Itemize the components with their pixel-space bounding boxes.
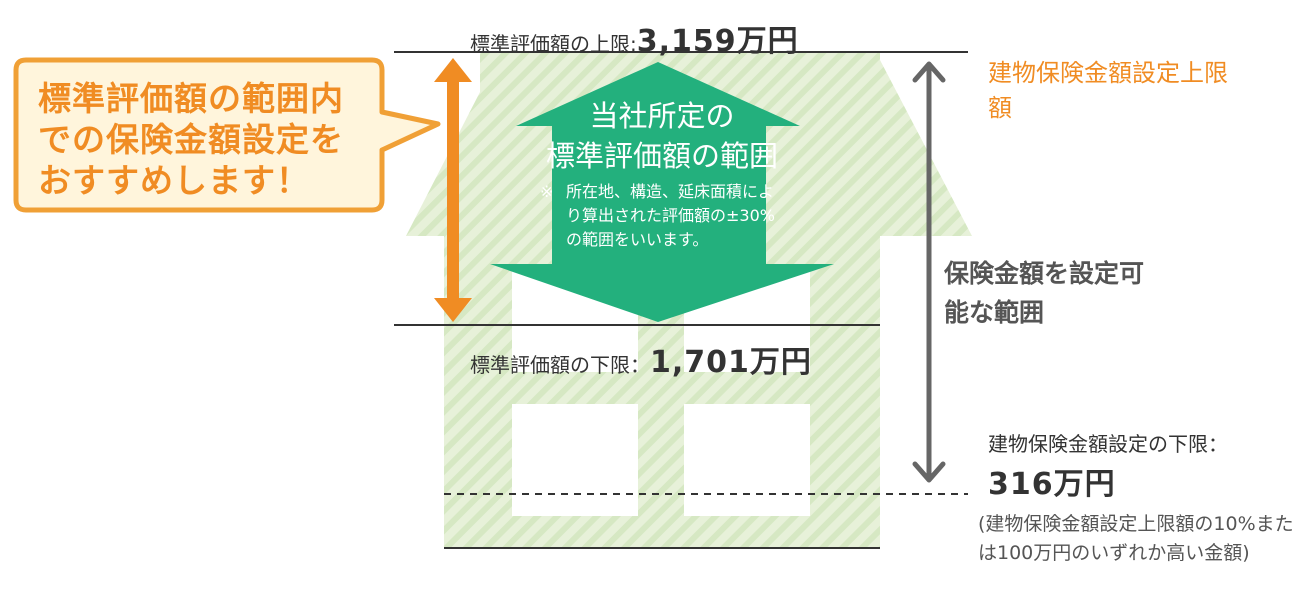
lower-limit-note: (建物保険金額設定上限額の10%または100万円のいずれか高い金額) xyxy=(978,513,1294,564)
upper-limit-label: 建物保険金額設定上限額 xyxy=(988,59,1228,122)
house-window xyxy=(684,404,810,516)
center-arrow-title-line1: 当社所定の xyxy=(589,99,735,133)
settable-range-label: 保険金額を設定可能な範囲 xyxy=(944,259,1145,327)
upper-bound-label-text: 標準評価額の上限: xyxy=(470,32,637,56)
note-body: 所在地、構造、延床面積により算出された評価額の±30%の範囲をいいます。 xyxy=(566,182,775,249)
lower-bound-label-text: 標準評価額の下限： xyxy=(470,353,650,377)
lower-limit-title: 建物保険金額設定の下限： xyxy=(988,432,1228,456)
lower-bound-label: 標準評価額の下限：1,701万円 xyxy=(470,337,812,381)
center-arrow-title: 当社所定の 標準評価額の範囲 xyxy=(512,96,812,176)
gray-range-arrow xyxy=(912,61,946,483)
orange-range-arrow xyxy=(434,58,472,322)
upper-bound-label: 標準評価額の上限:3,159万円 xyxy=(470,16,799,60)
house-window xyxy=(512,404,638,516)
upper-bound-amount: 3,159万円 xyxy=(636,24,799,59)
center-arrow-note: ※ 所在地、構造、延床面積により算出された評価額の±30%の範囲をいいます。 xyxy=(540,180,788,252)
note-marker: ※ xyxy=(540,182,554,201)
callout-text: 標準評価額の範囲内での保険金額設定をおすすめします！ xyxy=(38,79,344,200)
green-range-arrow xyxy=(490,62,834,322)
lower-bound-amount: 1,701万円 xyxy=(650,345,812,380)
lower-limit-amount: 316万円 xyxy=(988,467,1116,502)
callout-bubble xyxy=(13,57,441,213)
center-arrow-title-line2: 標準評価額の範囲 xyxy=(545,139,778,173)
